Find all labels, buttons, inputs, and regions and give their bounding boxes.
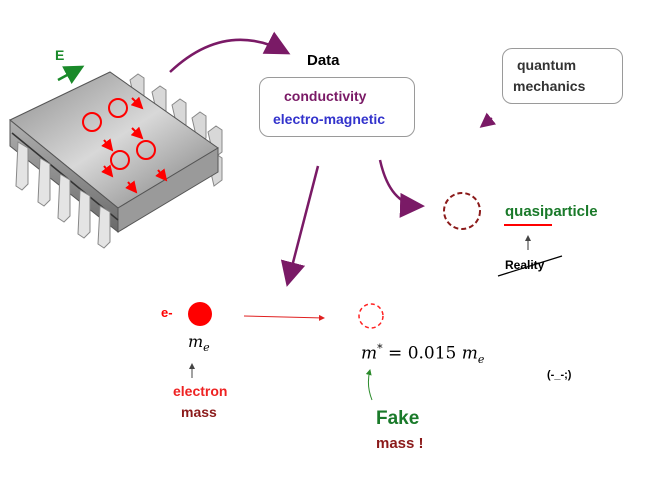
fake-mass-arrow — [365, 369, 373, 401]
qm-line-1: quantum — [517, 57, 577, 73]
effective-mass-star: * — [377, 342, 383, 355]
electron-symbol: e- — [161, 305, 173, 320]
flow-arrows — [169, 31, 425, 287]
effective-mass-equals: = — [388, 343, 403, 364]
electron-mass-subscript: e — [203, 341, 210, 355]
electron-mass-formula: me — [188, 332, 210, 354]
effective-mass-formula: m* = 0.015 me — [361, 342, 484, 366]
effective-mass-unit: m — [461, 343, 478, 364]
reality-label: Reality — [505, 258, 545, 272]
quantum-mechanics-box: quantum mechanics — [502, 48, 623, 104]
fake-caption-line1: Fake — [376, 408, 420, 429]
qm-arrow — [479, 112, 497, 128]
mass-transfer-arrow — [243, 314, 325, 321]
effective-mass-value: 0.015 — [407, 343, 457, 364]
data-item-electromagnetic: electro-magnetic — [273, 111, 386, 127]
effective-mass-symbol: m — [361, 343, 378, 364]
electron-caption-line1: electron — [173, 383, 228, 399]
electron-caption-line2: mass — [181, 404, 217, 420]
chip-pins-front — [15, 141, 111, 249]
field-arrow — [57, 65, 85, 84]
field-label: E — [55, 47, 65, 63]
emoticon: (-_-;) — [547, 369, 572, 381]
qm-line-2: mechanics — [513, 78, 586, 94]
chip-side-right — [117, 147, 219, 233]
electron-mass-symbol: m — [188, 332, 204, 351]
fake-electron-circle — [358, 303, 384, 329]
effective-mass-unit-subscript: e — [477, 353, 485, 367]
fake-caption-line2: mass ! — [376, 435, 424, 452]
reality-strike — [497, 255, 563, 277]
chip-current-arrows — [101, 96, 168, 194]
data-item-conductivity: conductivity — [284, 88, 367, 104]
data-box: conductivity electro-magnetic — [259, 77, 415, 137]
chip-current-loops — [82, 98, 156, 170]
electron-dot — [188, 302, 212, 326]
quasiparticle-circle — [443, 192, 481, 230]
quasiparticle-label: quasiparticle — [505, 203, 598, 220]
data-title: Data — [307, 52, 340, 69]
